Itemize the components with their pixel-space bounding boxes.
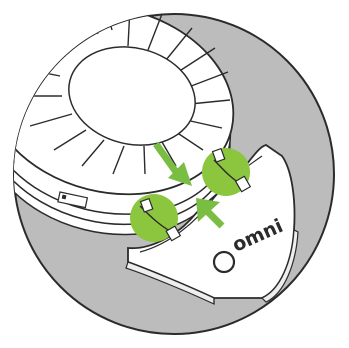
highlight-circle-right (202, 148, 250, 196)
